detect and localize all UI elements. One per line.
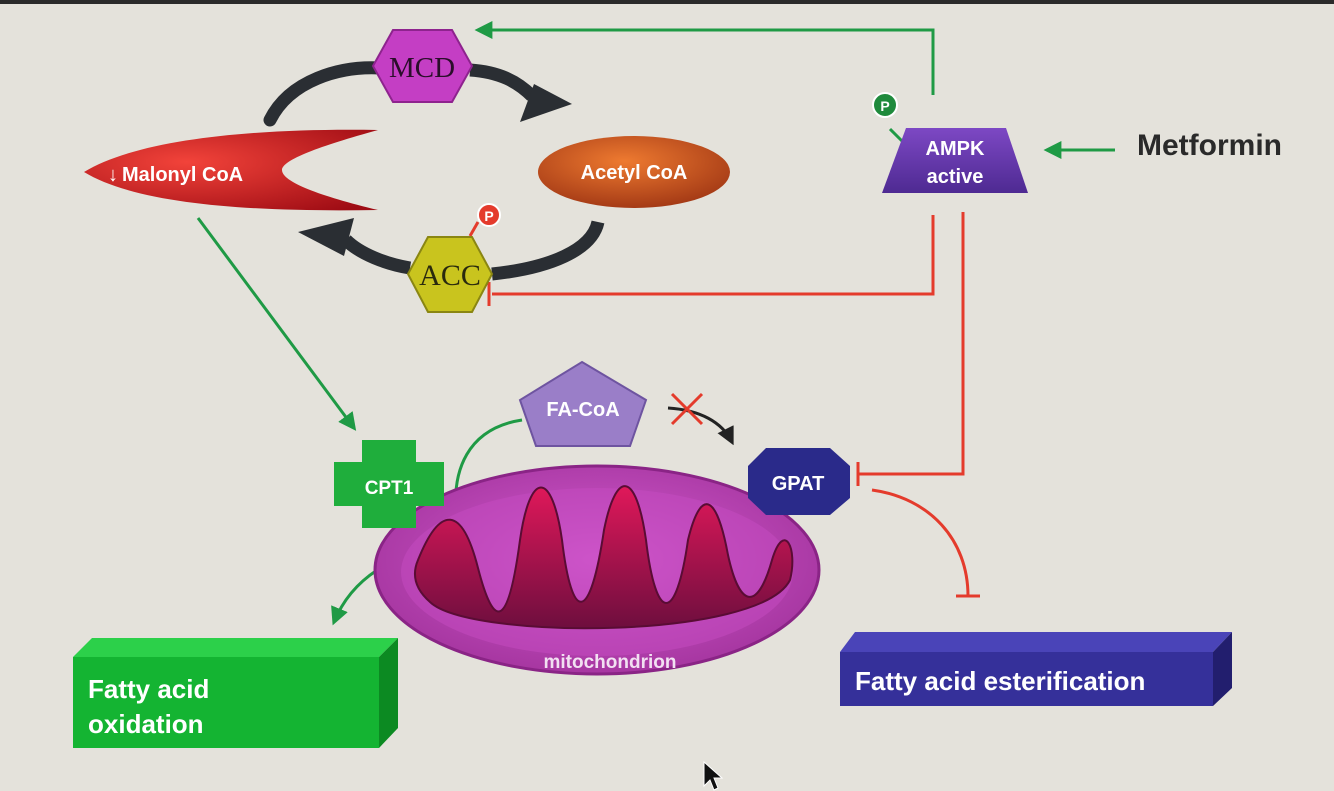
cpt1-node: CPT1 xyxy=(334,440,444,528)
malonyl-coa-node: ↓ Malonyl CoA xyxy=(84,129,378,211)
gpat-node: GPAT xyxy=(748,448,850,515)
ampk-label-line2: active xyxy=(927,166,984,188)
fa-coa-node: FA-CoA xyxy=(518,360,648,447)
ampk-inhibits-acc-line xyxy=(492,215,935,296)
top-edge xyxy=(0,0,1334,4)
cycle-arrowhead-acetyl xyxy=(520,84,572,122)
fa-coa-label: FA-CoA xyxy=(546,399,619,421)
svg-text:P: P xyxy=(880,98,889,114)
malonyl-to-cpt1-arrow xyxy=(196,217,357,431)
fatty-acid-oxidation-box: Fatty acid oxidation xyxy=(73,638,398,748)
x-mark-icon xyxy=(670,392,704,426)
malonyl-label: Malonyl CoA xyxy=(122,164,243,186)
acc-label: ACC xyxy=(419,259,481,292)
fae-label: Fatty acid esterification xyxy=(855,666,1145,696)
mcd-label: MCD xyxy=(389,52,455,84)
fao-label-line1: Fatty acid xyxy=(88,674,209,704)
cycle-arrow-mcd-to-acetyl xyxy=(469,63,537,101)
fatty-acid-esterification-box: Fatty acid esterification xyxy=(840,632,1232,706)
mitochondrion-label: mitochondrion xyxy=(544,652,677,673)
svg-text:P: P xyxy=(484,208,493,224)
acc-node: ACC xyxy=(406,221,494,313)
gpat-label: GPAT xyxy=(772,473,825,495)
ampk-phospho-link xyxy=(888,127,904,143)
cycle-arrow-acc-to-malonyl xyxy=(341,235,412,275)
phospho-icon: P xyxy=(872,92,898,118)
facoa-to-gpat-arrow xyxy=(667,406,734,446)
ampk-node: AMPK active xyxy=(882,128,1028,193)
ampk-to-mcd-arrow xyxy=(474,21,935,95)
cycle-arrowhead-malonyl xyxy=(298,218,354,256)
mcd-node: MCD xyxy=(371,29,474,103)
cpt1-label: CPT1 xyxy=(365,478,414,499)
ampk-label-line1: AMPK xyxy=(926,138,985,160)
ampk-inhibits-gpat-line xyxy=(858,212,965,476)
acetyl-coa-node: Acetyl CoA xyxy=(538,136,730,208)
fao-label-line2: oxidation xyxy=(88,709,204,739)
cycle-arrow-malonyl-to-mcd xyxy=(263,61,387,127)
gpat-to-esterification-line xyxy=(871,488,970,597)
phospho-icon: P xyxy=(477,203,501,227)
cycle-arrow-acetyl-to-acc xyxy=(491,220,605,281)
metformin-label: Metformin xyxy=(1137,129,1282,162)
mitochondrion-node: mitochondrion xyxy=(373,464,821,676)
mouse-pointer-icon xyxy=(703,760,724,791)
malonyl-arrow-label: ↓ xyxy=(108,164,118,186)
acetyl-label: Acetyl CoA xyxy=(581,162,688,184)
